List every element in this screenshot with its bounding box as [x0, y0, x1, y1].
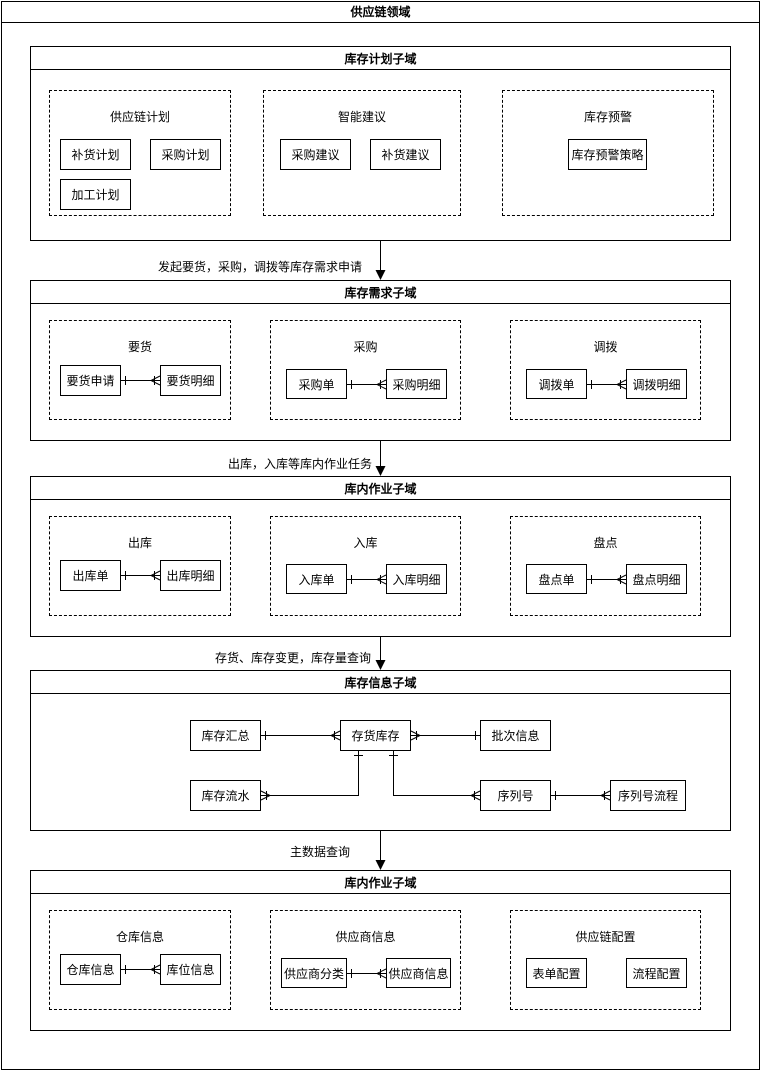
flow-label-master-query: 主数据查询	[290, 845, 351, 859]
node-supplier-category[interactable]: 供应商分类	[281, 958, 347, 988]
node-serial-flow[interactable]: 序列号流程	[610, 780, 686, 811]
section-title: 库存信息子域	[31, 671, 730, 694]
node-purchase-suggestion[interactable]: 采购建议	[280, 139, 351, 170]
node-warehouse-info[interactable]: 仓库信息	[60, 954, 121, 985]
group-label: 仓库信息	[115, 930, 164, 944]
node-purchase-plan[interactable]: 采购计划	[150, 139, 221, 170]
group-label: 入库	[353, 536, 378, 550]
link-stocktake	[587, 574, 627, 585]
link-stock-serial	[389, 751, 481, 801]
link-inbound	[347, 574, 387, 585]
node-transfer-order[interactable]: 调拨单	[526, 369, 587, 399]
node-inventory-journal[interactable]: 库存流水	[190, 780, 261, 811]
group-label: 供应链配置	[575, 930, 636, 944]
node-processing-plan[interactable]: 加工计划	[60, 179, 131, 210]
link-serial-flow	[551, 790, 611, 801]
section-title: 库内作业子域	[31, 871, 730, 894]
link-warehouse	[121, 964, 161, 975]
node-alert-strategy[interactable]: 库存预警策略	[568, 139, 647, 170]
node-inventory-summary[interactable]: 库存汇总	[190, 720, 261, 751]
group-outbound: 出库	[49, 516, 231, 616]
node-stocktake-order[interactable]: 盘点单	[526, 564, 587, 594]
group-label: 库存预警	[583, 110, 632, 124]
node-request-apply[interactable]: 要货申请	[60, 365, 121, 396]
group-supply-config: 供应链配置	[510, 910, 701, 1010]
flow-label-inventory-change: 存货、库存变更，库存量查询	[215, 651, 372, 665]
group-warehouse-info: 仓库信息	[49, 910, 231, 1010]
node-serial-number[interactable]: 序列号	[480, 780, 551, 811]
node-supplier-info[interactable]: 供应商信息	[386, 958, 451, 988]
link-stock-batch	[410, 730, 480, 741]
group-label: 出库	[127, 536, 152, 550]
node-form-config[interactable]: 表单配置	[526, 958, 587, 988]
node-batch-info[interactable]: 批次信息	[480, 720, 551, 751]
group-label: 调拨	[593, 340, 618, 354]
section-title: 库存需求子域	[31, 281, 730, 304]
group-label: 盘点	[593, 536, 618, 550]
link-transfer	[587, 379, 627, 390]
link-purchase	[347, 379, 387, 390]
node-stock-inventory[interactable]: 存货库存	[340, 720, 411, 751]
group-inbound: 入库	[270, 516, 461, 616]
link-outbound	[121, 570, 161, 581]
group-supplier-info: 供应商信息	[270, 910, 461, 1010]
group-purchase: 采购	[270, 320, 461, 420]
section-title: 库内作业子域	[31, 477, 730, 500]
node-location-info[interactable]: 库位信息	[160, 954, 221, 985]
group-label: 智能建议	[337, 110, 386, 124]
flow-label-warehouse-task: 出库，入库等库内作业任务	[228, 457, 373, 471]
link-request	[121, 375, 161, 386]
node-replenish-plan[interactable]: 补货计划	[60, 139, 131, 170]
group-request: 要货	[49, 320, 231, 420]
node-inbound-detail[interactable]: 入库明细	[386, 564, 447, 594]
group-label: 供应商信息	[335, 930, 396, 944]
group-label: 采购	[353, 340, 378, 354]
node-inbound-order[interactable]: 入库单	[286, 564, 347, 594]
group-label: 要货	[127, 340, 152, 354]
group-transfer: 调拨	[510, 320, 701, 420]
node-request-detail[interactable]: 要货明细	[160, 365, 221, 396]
node-stocktake-detail[interactable]: 盘点明细	[626, 564, 687, 594]
node-outbound-detail[interactable]: 出库明细	[160, 560, 221, 591]
link-supplier	[347, 968, 387, 979]
group-smart-suggestion: 智能建议	[263, 90, 461, 216]
group-inventory-alert: 库存预警	[502, 90, 714, 216]
node-purchase-order[interactable]: 采购单	[286, 369, 347, 399]
group-stocktake: 盘点	[510, 516, 701, 616]
group-supply-chain-plan: 供应链计划	[49, 90, 231, 216]
section-inventory-demand: 库存需求子域	[30, 280, 731, 441]
node-purchase-detail[interactable]: 采购明细	[386, 369, 447, 399]
link-summary-stock	[261, 730, 341, 741]
node-process-config[interactable]: 流程配置	[626, 958, 687, 988]
flow-label-demand: 发起要货，采购，调拨等库存需求申请	[158, 260, 363, 274]
section-master-data: 库内作业子域	[30, 870, 731, 1031]
node-outbound-order[interactable]: 出库单	[60, 560, 121, 591]
node-replenish-suggestion[interactable]: 补货建议	[370, 139, 441, 170]
group-label: 供应链计划	[109, 110, 170, 124]
section-warehouse-ops: 库内作业子域	[30, 476, 731, 637]
section-title: 库存计划子域	[31, 47, 730, 70]
domain-title: 供应链领域	[1, 1, 760, 23]
link-stock-journal	[260, 751, 363, 801]
node-transfer-detail[interactable]: 调拨明细	[626, 369, 687, 399]
